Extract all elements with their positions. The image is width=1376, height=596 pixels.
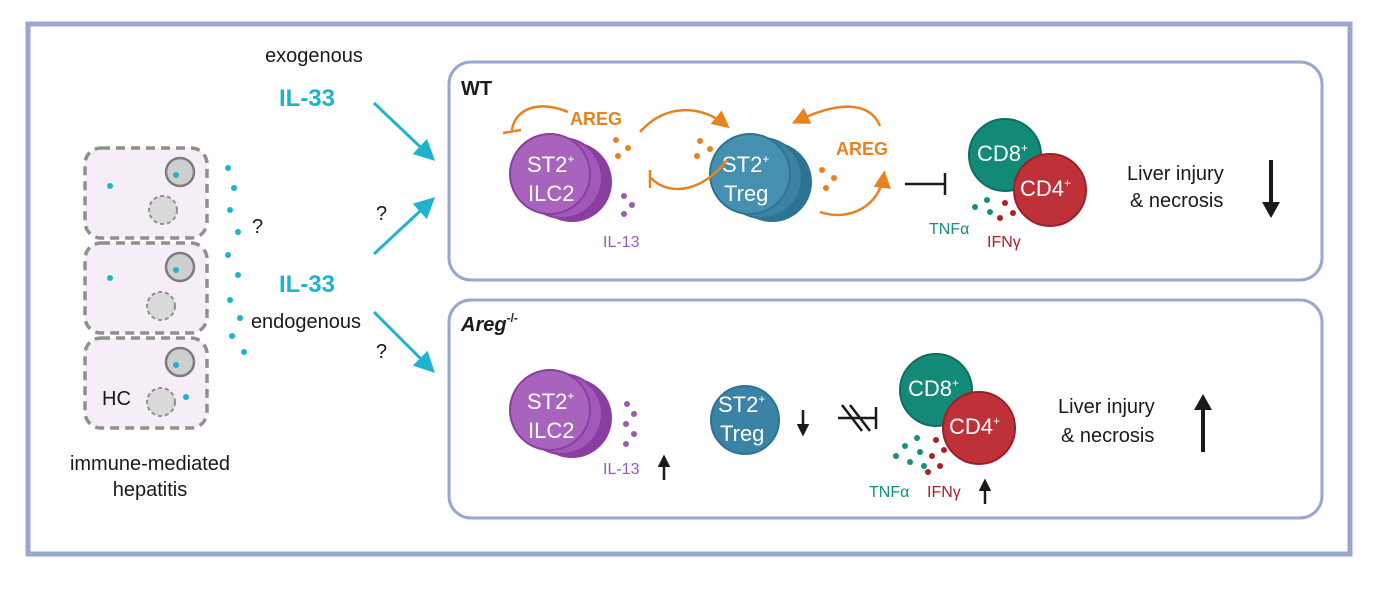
wt-treg-line2: Treg <box>724 181 768 206</box>
wt-panel: WT ST2+ ILC2 ST2+ Treg AREG A <box>447 60 1324 282</box>
svg-text:ST2+: ST2+ <box>527 152 574 177</box>
wt-title: WT <box>461 78 492 100</box>
wt-ifng-dots <box>997 200 1016 221</box>
wt-areg-label-left: AREG <box>570 109 622 129</box>
wt-cd4-cell: CD4+ <box>1013 153 1087 227</box>
areg-dots <box>613 137 837 191</box>
ko-treg-line2: Treg <box>720 421 764 446</box>
hepatocyte-question: ? <box>252 216 263 238</box>
wt-ilc2-line2: ILC2 <box>528 181 574 206</box>
svg-text:CD8+: CD8+ <box>977 141 1028 166</box>
exogenous-label: exogenous <box>265 45 363 67</box>
wt-il13-dots <box>621 193 635 217</box>
caption-line-1: immune-mediated <box>70 453 230 475</box>
wt-inhibition-icon <box>905 173 947 195</box>
ko-ilc2-cell: ST2+ ILC2 <box>509 369 612 458</box>
ko-ilc2-line1: ST2 <box>527 389 567 414</box>
ko-il13-label: IL-13 <box>603 461 640 478</box>
wt-ilc2-line1: ST2 <box>527 152 567 177</box>
hc-label: HC <box>102 388 131 410</box>
caption-line-2: hepatitis <box>113 479 188 501</box>
ko-title: Areg <box>460 314 507 336</box>
wt-tnfa-dots <box>972 197 993 215</box>
svg-text:CD4+: CD4+ <box>1020 176 1071 201</box>
arrow-endogenous-to-wt <box>372 197 436 256</box>
il33-inputs: exogenous IL-33 ? IL-33 endogenous ? <box>251 45 436 373</box>
wt-ifng-label: IFNγ <box>987 234 1021 251</box>
wt-ilc2-cell: ST2+ ILC2 <box>509 133 612 222</box>
ko-blocked-inhibition-icon <box>838 404 878 432</box>
ko-ifng-label: IFNγ <box>927 484 961 501</box>
wt-cd4-label: CD4 <box>1020 176 1064 201</box>
ko-outcome-line2: & necrosis <box>1061 425 1154 447</box>
areg-autocrine-treg-bottom <box>819 170 891 217</box>
ko-treg-cell: ST2+ Treg <box>710 385 780 455</box>
arrow-exogenous-to-wt <box>372 101 436 161</box>
wt-outcome-line1: Liver injury <box>1127 163 1224 185</box>
wt-tnfa-label: TNFα <box>929 221 969 238</box>
wt-treg-cell: ST2+ Treg <box>709 133 812 222</box>
il33-endogenous-label: IL-33 <box>279 271 335 298</box>
wt-il13-label: IL-13 <box>603 234 640 251</box>
wt-areg-loops <box>502 105 891 217</box>
wt-ilc2-sup: + <box>567 152 574 166</box>
wt-cd4-sup: + <box>1064 176 1071 190</box>
wt-cd8-sup: + <box>1021 141 1028 155</box>
svg-text:ST2+: ST2+ <box>718 392 765 417</box>
nucleus-icon <box>146 156 196 417</box>
wt-areg-label-right: AREG <box>836 139 888 159</box>
ko-tnfa-label: TNFα <box>869 484 909 501</box>
il33-dots-released <box>225 165 247 355</box>
areg-treg-to-ilc2 <box>650 159 729 191</box>
wt-treg-line1: ST2 <box>722 152 762 177</box>
svg-text:Areg-/-: Areg-/- <box>460 311 518 336</box>
down-arrow-icon <box>1262 160 1280 218</box>
ko-ifng-dots <box>925 437 947 475</box>
svg-text:ST2+: ST2+ <box>527 389 574 414</box>
wt-cd8-label: CD8 <box>977 141 1021 166</box>
endogenous-question-upper: ? <box>376 203 387 225</box>
areg-inhibit-bar-ilc2 <box>502 128 522 135</box>
ko-panel: Areg-/- ST2+ ILC2 IL-13 ST2+ Treg <box>447 298 1324 520</box>
ko-ilc2-line2: ILC2 <box>528 418 574 443</box>
svg-text:ST2+: ST2+ <box>722 152 769 177</box>
arrow-endogenous-to-ko <box>372 310 435 373</box>
ko-il13-dots <box>623 401 637 447</box>
ko-cd8-label: CD8 <box>908 376 952 401</box>
areg-autocrine-treg-top <box>791 105 882 127</box>
areg-autocrine-ilc2 <box>510 105 569 131</box>
ko-cd4-sup: + <box>993 414 1000 428</box>
endogenous-label: endogenous <box>251 311 361 333</box>
svg-text:CD8+: CD8+ <box>908 376 959 401</box>
ko-treg-line1: ST2 <box>718 392 758 417</box>
ko-title-sup: -/- <box>507 311 518 325</box>
hepatocyte-column: ? HC immune-mediated hepatitis <box>70 146 263 501</box>
svg-text:CD4+: CD4+ <box>949 414 1000 439</box>
up-arrow-icon <box>1194 394 1212 452</box>
ko-outcome-line1: Liver injury <box>1058 396 1155 418</box>
wt-outcome-line2: & necrosis <box>1130 190 1223 212</box>
ko-cd4-cell: CD4+ <box>942 391 1016 465</box>
il33-exogenous-label: IL-33 <box>279 85 335 112</box>
ko-ilc2-sup: + <box>567 389 574 403</box>
endogenous-question-lower: ? <box>376 341 387 363</box>
ko-treg-sup: + <box>758 392 765 406</box>
wt-treg-sup: + <box>762 152 769 166</box>
ko-cd4-label: CD4 <box>949 414 993 439</box>
ko-cd8-sup: + <box>952 376 959 390</box>
il33-dots-intracellular <box>107 183 189 400</box>
areg-ilc2-to-treg <box>639 108 730 133</box>
ko-tnfa-dots <box>893 435 927 469</box>
